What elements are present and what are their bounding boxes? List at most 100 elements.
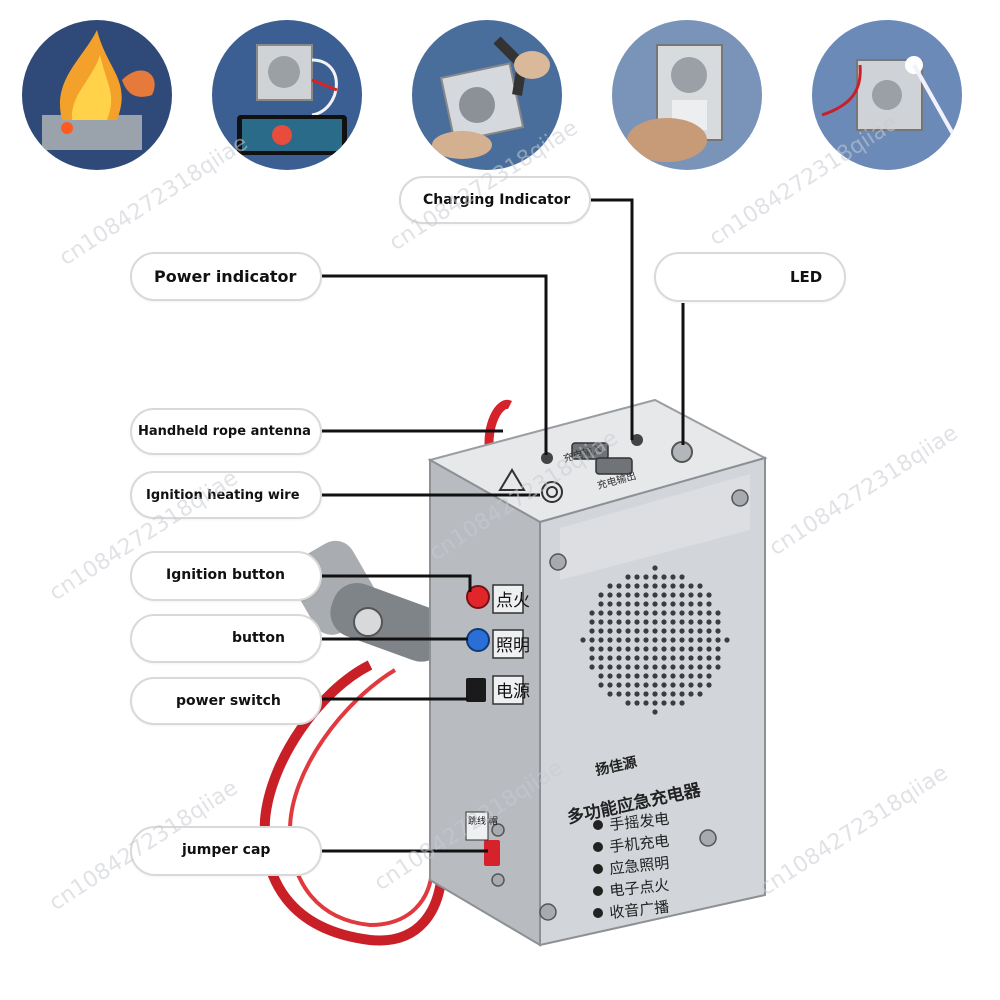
speaker-hole [652, 655, 658, 661]
ignition-button[interactable] [466, 585, 490, 609]
speaker-hole [607, 646, 613, 652]
speaker-hole [688, 610, 694, 616]
speaker-hole [670, 664, 676, 670]
screw-icon [731, 489, 749, 507]
speaker-hole [652, 700, 658, 706]
speaker-hole [652, 592, 658, 598]
usb-input-port[interactable] [571, 442, 609, 460]
speaker-hole [706, 646, 712, 652]
speaker-hole [661, 682, 667, 688]
speaker-hole [670, 601, 676, 607]
speaker-hole [643, 655, 649, 661]
speaker-hole [589, 610, 595, 616]
label-ignition-button: Ignition button [130, 551, 322, 601]
speaker-hole [625, 646, 631, 652]
speaker-hole [616, 619, 622, 625]
speaker-hole [697, 619, 703, 625]
speaker-hole [598, 664, 604, 670]
speaker-hole [715, 655, 721, 661]
speaker-hole [679, 700, 685, 706]
speaker-hole [625, 601, 631, 607]
speaker-hole [661, 655, 667, 661]
ignition-heating-wire-coil [541, 481, 563, 503]
speaker-hole [598, 610, 604, 616]
speaker-hole [589, 628, 595, 634]
speaker-hole [652, 574, 658, 580]
speaker-hole [652, 619, 658, 625]
speaker-hole [679, 691, 685, 697]
speaker-hole [598, 628, 604, 634]
speaker-hole [598, 646, 604, 652]
speaker-hole [661, 628, 667, 634]
speaker-hole [697, 628, 703, 634]
label-power-switch: power switch [130, 677, 322, 725]
speaker-hole [679, 664, 685, 670]
label-button: button [130, 614, 322, 663]
speaker-hole [616, 655, 622, 661]
speaker-hole [670, 655, 676, 661]
label-charging-indicator: Charging Indicator [399, 176, 591, 224]
speaker-hole [706, 601, 712, 607]
speaker-hole [643, 673, 649, 679]
speaker-hole [634, 619, 640, 625]
label-ignition-heating-wire: Ignition heating wire [130, 471, 322, 519]
screw-icon [539, 903, 557, 921]
thumbnail-fire-ignition [22, 20, 172, 170]
speaker-hole [625, 673, 631, 679]
speaker-hole [670, 682, 676, 688]
light-button[interactable] [466, 628, 490, 652]
speaker-hole [607, 619, 613, 625]
speaker-hole [661, 619, 667, 625]
speaker-hole [688, 655, 694, 661]
speaker-hole [715, 628, 721, 634]
speaker-hole [634, 610, 640, 616]
speaker-hole [652, 691, 658, 697]
speaker-hole [625, 655, 631, 661]
speaker-hole [715, 637, 721, 643]
power-switch[interactable] [466, 678, 486, 702]
screw-icon [699, 829, 717, 847]
speaker-hole [706, 592, 712, 598]
speaker-hole [643, 700, 649, 706]
jumper-cap[interactable] [484, 840, 500, 866]
speaker-hole [616, 664, 622, 670]
speaker-hole [706, 673, 712, 679]
speaker-hole [643, 664, 649, 670]
speaker-hole [661, 691, 667, 697]
speaker-hole [616, 610, 622, 616]
speaker-hole [661, 574, 667, 580]
side-power-label: 电源 [496, 682, 530, 702]
speaker-hole [670, 700, 676, 706]
speaker-hole [697, 673, 703, 679]
speaker-hole [715, 646, 721, 652]
power-indicator-light [541, 452, 553, 464]
speaker-hole [706, 610, 712, 616]
speaker-hole [697, 610, 703, 616]
speaker-hole [616, 637, 622, 643]
usb-output-port[interactable] [595, 457, 633, 475]
speaker-hole [598, 673, 604, 679]
speaker-hole [652, 664, 658, 670]
label-power-indicator: Power indicator [130, 252, 322, 301]
speaker-hole [661, 583, 667, 589]
speaker-hole [697, 601, 703, 607]
speaker-hole [706, 682, 712, 688]
speaker-hole [607, 628, 613, 634]
speaker-hole [607, 637, 613, 643]
speaker-hole [706, 628, 712, 634]
speaker-hole [688, 673, 694, 679]
speaker-hole [670, 673, 676, 679]
speaker-hole [670, 691, 676, 697]
speaker-hole [607, 682, 613, 688]
speaker-hole [679, 610, 685, 616]
feature-bullet [593, 908, 603, 918]
speaker-hole [652, 565, 658, 571]
speaker-hole [634, 691, 640, 697]
speaker-hole [607, 610, 613, 616]
side-ignite-label: 点火 [496, 591, 530, 611]
speaker-hole [697, 637, 703, 643]
speaker-hole [661, 700, 667, 706]
speaker-hole [661, 664, 667, 670]
speaker-hole [688, 637, 694, 643]
speaker-hole [688, 592, 694, 598]
